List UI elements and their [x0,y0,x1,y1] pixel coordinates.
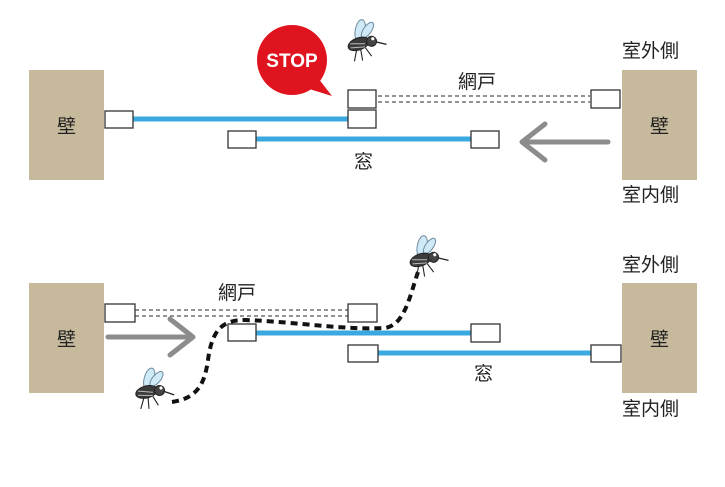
left-wall-top: 壁 [29,70,104,180]
mosquito-path [171,271,420,404]
frame-block [347,89,377,109]
outdoor-label: 室外側 [622,40,680,62]
frame-block [470,130,500,149]
wall-label: 壁 [649,328,669,351]
slide-arrow-right-icon [105,316,196,358]
frame-block [227,130,257,149]
stop-sign-icon: STOP [257,25,332,96]
screen-label: 網戸 [218,282,257,304]
frame-block [590,89,621,109]
frame-block [227,323,257,342]
indoor-label: 室内側 [622,398,680,420]
wall-label: 壁 [56,328,76,351]
frame-block [347,344,379,363]
right-wall-top: 壁 [622,70,697,180]
mosquito-icon [401,227,452,281]
frame-block [347,303,378,323]
frame-block [347,109,377,129]
frame-block [590,344,622,363]
stop-sign-text: STOP [266,51,318,72]
window-label: 窓 [474,363,494,385]
left-wall-bottom: 壁 [29,283,104,393]
frame-block [104,110,134,129]
mosquito-icon [339,11,390,65]
wall-label: 壁 [56,115,76,138]
indoor-label: 室内側 [622,184,680,206]
screen-label: 網戸 [458,71,497,93]
wall-label: 壁 [649,115,669,138]
screen-rail-bottom [135,309,348,317]
frame-block [470,323,501,343]
screen-rail-top [378,95,590,103]
mosquito-icon [129,361,177,412]
slide-arrow-left-icon [519,121,611,163]
window-label: 窓 [354,151,374,173]
right-wall-bottom: 壁 [622,283,697,393]
outdoor-label: 室外側 [622,254,680,276]
frame-block [104,303,136,323]
